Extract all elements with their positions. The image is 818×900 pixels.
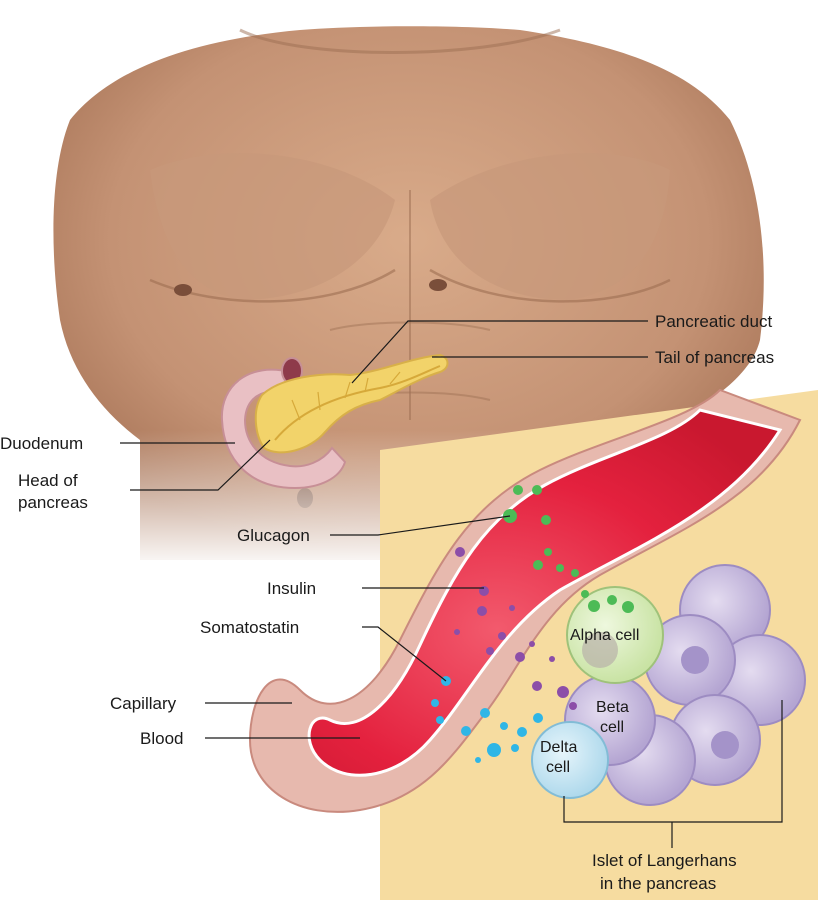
label-beta-cell-1: Beta [596,699,629,716]
label-beta-cell-2: cell [600,719,624,736]
label-delta-cell-1: Delta [540,739,577,756]
label-capillary: Capillary [110,694,177,713]
label-insulin: Insulin [267,579,316,598]
capillary [248,388,802,813]
label-islet-1: Islet of Langerhans [592,851,737,870]
labels: Pancreatic duct Tail of pancreas Duodenu… [0,312,774,893]
label-head-of-pancreas-1: Head of [18,471,78,490]
label-duodenum: Duodenum [0,434,83,453]
leader-lines [120,320,783,848]
duodenum [220,357,347,490]
label-glucagon: Glucagon [237,526,310,545]
label-islet-2: in the pancreas [600,874,716,893]
label-blood: Blood [140,729,183,748]
label-delta-cell-2: cell [546,759,570,776]
delta-cell [531,721,609,799]
insulin-granules [454,547,577,710]
pancreas [254,353,449,454]
label-pancreatic-duct: Pancreatic duct [655,312,772,331]
label-head-of-pancreas-2: pancreas [18,493,88,512]
label-tail-of-pancreas: Tail of pancreas [655,348,774,367]
glucagon-granules [503,485,634,613]
somatostatin-granules [431,676,543,763]
label-alpha-cell: Alpha cell [570,627,639,644]
label-somatostatin: Somatostatin [200,618,299,637]
